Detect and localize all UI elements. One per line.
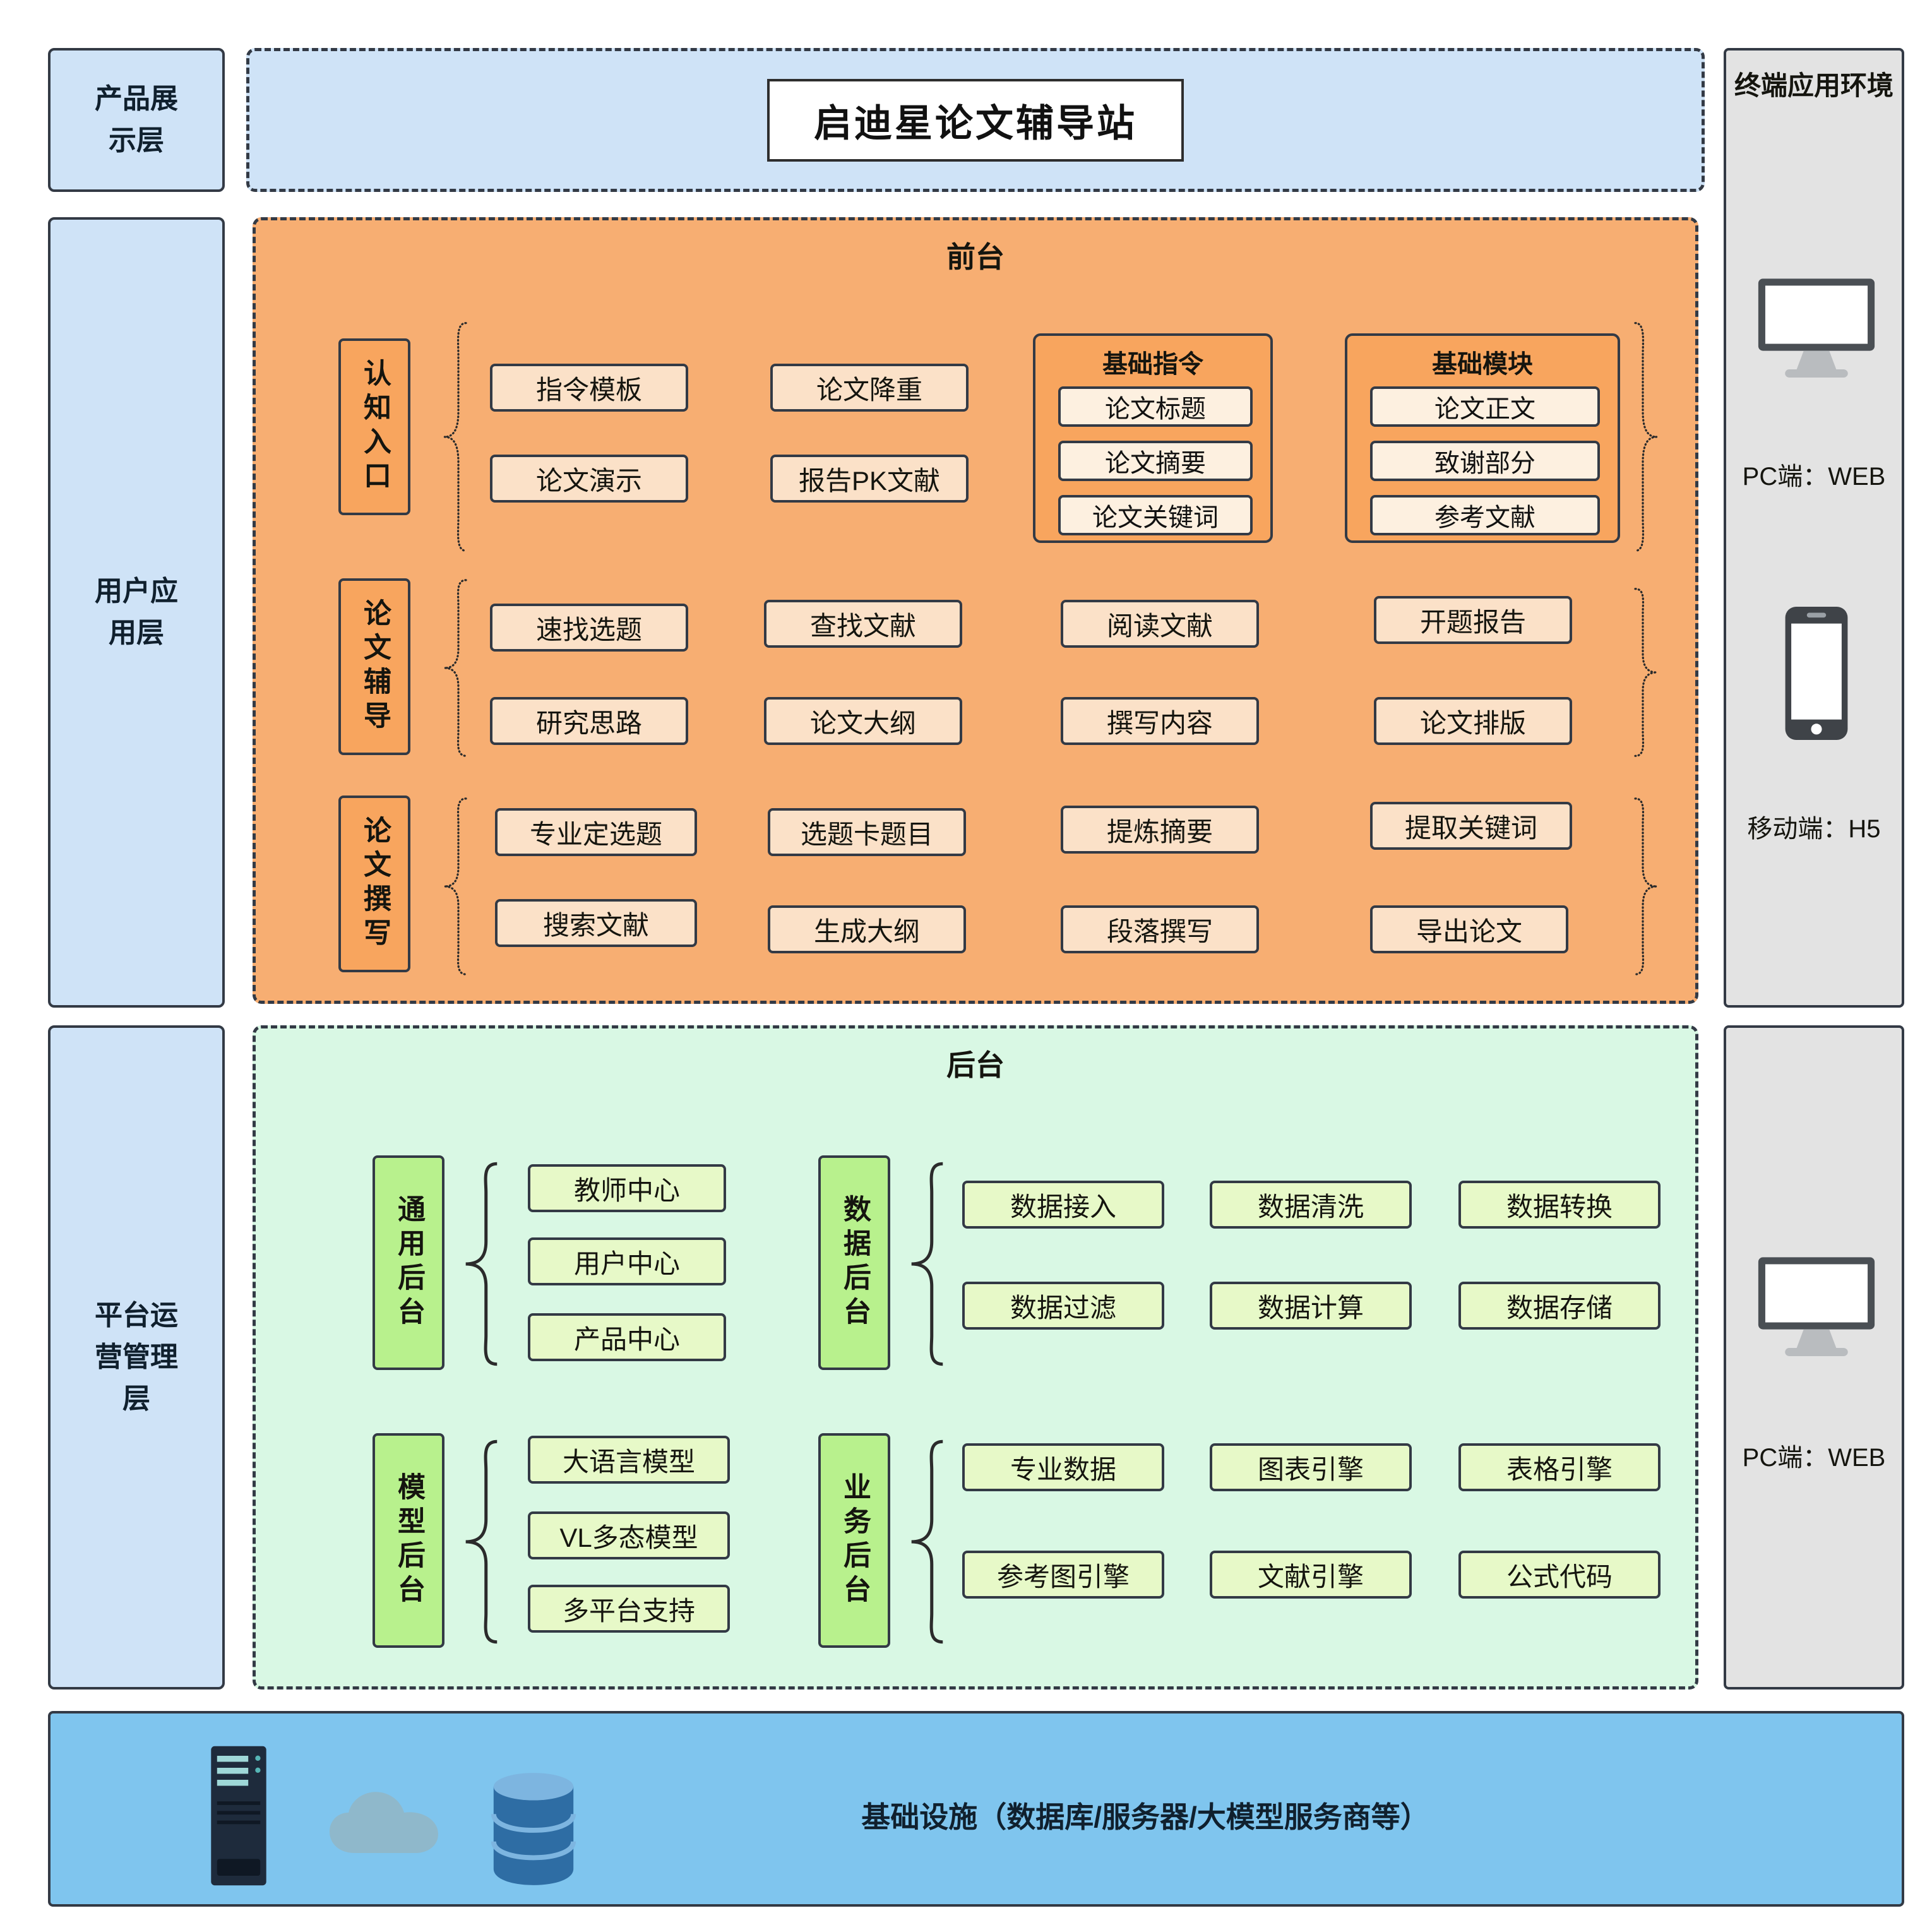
box-search-literature: 搜索文献 bbox=[495, 899, 697, 947]
box-data-compute: 数据计算 bbox=[1210, 1282, 1412, 1330]
row-label-paper-tutoring: 论文辅导 bbox=[338, 578, 410, 755]
label-business-backend: 业务后台 bbox=[818, 1433, 890, 1648]
brace-model-backend bbox=[458, 1439, 503, 1644]
infrastructure-label: 基础设施（数据库/服务器/大模型服务商等） bbox=[861, 1801, 1429, 1833]
right-brace-row2 bbox=[1631, 587, 1662, 758]
box-literature-engine: 文献引擎 bbox=[1210, 1551, 1412, 1599]
terminal-env-title: 终端应用环境 bbox=[1734, 71, 1893, 100]
front-panel-title: 前台 bbox=[946, 241, 1005, 273]
pc-web-bottom-label: PC端：WEB bbox=[1742, 1444, 1886, 1472]
box-generate-outline: 生成大纲 bbox=[768, 905, 966, 953]
monitor-icon bbox=[1758, 278, 1875, 378]
monitor-icon-2 bbox=[1758, 1257, 1875, 1356]
label-general-backend: 通用后台 bbox=[373, 1155, 444, 1370]
box-paper-keywords: 论文关键词 bbox=[1058, 495, 1253, 535]
box-data-filter: 数据过滤 bbox=[962, 1282, 1164, 1330]
box-paper-outline: 论文大纲 bbox=[764, 697, 962, 745]
layer-platform-ops-label: 平台运营管理层 bbox=[95, 1300, 178, 1414]
layer-user-application: 用户应用层 bbox=[48, 217, 225, 1008]
left-brace-row3 bbox=[439, 797, 470, 976]
right-brace-row1 bbox=[1631, 321, 1662, 553]
box-paper-abstract: 论文摘要 bbox=[1058, 441, 1253, 481]
page-title: 启迪星论文辅导站 bbox=[767, 78, 1184, 162]
group-basic-modules-title: 基础模块 bbox=[1432, 350, 1533, 378]
box-data-access: 数据接入 bbox=[962, 1181, 1164, 1229]
box-references: 参考文献 bbox=[1370, 495, 1600, 535]
box-professional-data: 专业数据 bbox=[962, 1443, 1164, 1491]
box-acknowledgements: 致谢部分 bbox=[1370, 441, 1600, 481]
box-write-content: 撰写内容 bbox=[1061, 697, 1259, 745]
box-paper-typesetting: 论文排版 bbox=[1374, 697, 1572, 745]
brace-general-backend bbox=[458, 1162, 503, 1366]
layer-product-display: 产品展示层 bbox=[48, 48, 225, 192]
box-reference-engine: 参考图引擎 bbox=[962, 1551, 1164, 1599]
box-data-storage: 数据存储 bbox=[1458, 1282, 1661, 1330]
box-paper-title: 论文标题 bbox=[1058, 386, 1253, 427]
box-formula-code: 公式代码 bbox=[1458, 1551, 1661, 1599]
database-icon bbox=[491, 1773, 576, 1885]
box-data-cleaning: 数据清洗 bbox=[1210, 1181, 1412, 1229]
group-basic-instructions: 基础指令 论文标题 论文摘要 论文关键词 bbox=[1033, 333, 1273, 543]
box-vl-model: VL多态模型 bbox=[528, 1511, 730, 1559]
brace-data-backend bbox=[904, 1162, 948, 1366]
group-basic-modules: 基础模块 论文正文 致谢部分 参考文献 bbox=[1345, 333, 1620, 543]
box-multi-platform: 多平台支持 bbox=[528, 1585, 730, 1633]
box-research-ideas: 研究思路 bbox=[490, 697, 688, 745]
brace-business-backend bbox=[904, 1439, 948, 1644]
box-paragraph-writing: 段落撰写 bbox=[1061, 905, 1259, 953]
box-professional-topic: 专业定选题 bbox=[495, 808, 697, 856]
row-label-paper-writing: 论文撰写 bbox=[338, 796, 410, 972]
layer-product-display-label: 产品展示层 bbox=[95, 83, 178, 156]
right-brace-row3 bbox=[1631, 797, 1662, 976]
box-extract-keywords: 提取关键词 bbox=[1370, 802, 1572, 850]
label-model-backend: 模型后台 bbox=[373, 1433, 444, 1648]
terminal-env-panel: 终端应用环境 PC端：WEB 移动端：H5 bbox=[1724, 48, 1904, 1008]
title-panel: 启迪星论文辅导站 bbox=[246, 48, 1705, 192]
group-basic-instructions-title: 基础指令 bbox=[1102, 350, 1203, 378]
box-paper-demo: 论文演示 bbox=[490, 455, 688, 503]
box-paper-body: 论文正文 bbox=[1370, 386, 1600, 427]
box-export-paper: 导出论文 bbox=[1370, 905, 1568, 953]
box-table-engine: 表格引擎 bbox=[1458, 1443, 1661, 1491]
label-data-backend: 数据后台 bbox=[818, 1155, 890, 1370]
box-llm: 大语言模型 bbox=[528, 1436, 730, 1484]
box-proposal-report: 开题报告 bbox=[1374, 596, 1572, 644]
terminal-pc-panel: PC端：WEB bbox=[1724, 1025, 1904, 1690]
box-user-center: 用户中心 bbox=[528, 1237, 726, 1285]
layer-user-application-label: 用户应用层 bbox=[95, 576, 178, 648]
box-find-literature: 查找文献 bbox=[764, 600, 962, 648]
left-brace-row1 bbox=[439, 321, 470, 553]
box-report-pk-literature: 报告PK文献 bbox=[770, 455, 969, 503]
mobile-h5-label: 移动端：H5 bbox=[1747, 815, 1881, 843]
box-paper-dedup: 论文降重 bbox=[770, 364, 969, 412]
box-data-transform: 数据转换 bbox=[1458, 1181, 1661, 1229]
left-brace-row2 bbox=[439, 578, 470, 758]
box-teacher-center: 教师中心 bbox=[528, 1164, 726, 1212]
server-icon bbox=[211, 1746, 266, 1886]
box-instruction-template: 指令模板 bbox=[490, 364, 688, 412]
mobile-phone-icon bbox=[1785, 607, 1848, 740]
back-panel-title: 后台 bbox=[946, 1049, 1005, 1082]
box-read-literature: 阅读文献 bbox=[1061, 600, 1259, 648]
box-product-center: 产品中心 bbox=[528, 1313, 726, 1361]
box-chart-engine: 图表引擎 bbox=[1210, 1443, 1412, 1491]
box-quick-topic: 速找选题 bbox=[490, 604, 688, 652]
box-extract-abstract: 提炼摘要 bbox=[1061, 806, 1259, 854]
cloud-icon bbox=[330, 1792, 438, 1853]
infrastructure-bar: 基础设施（数据库/服务器/大模型服务商等） bbox=[48, 1711, 1904, 1907]
pc-web-top-label: PC端：WEB bbox=[1742, 463, 1886, 491]
box-topic-card: 选题卡题目 bbox=[768, 808, 966, 856]
row-label-cognitive-entry: 认知入口 bbox=[338, 338, 410, 515]
layer-platform-ops: 平台运营管理层 bbox=[48, 1025, 225, 1690]
